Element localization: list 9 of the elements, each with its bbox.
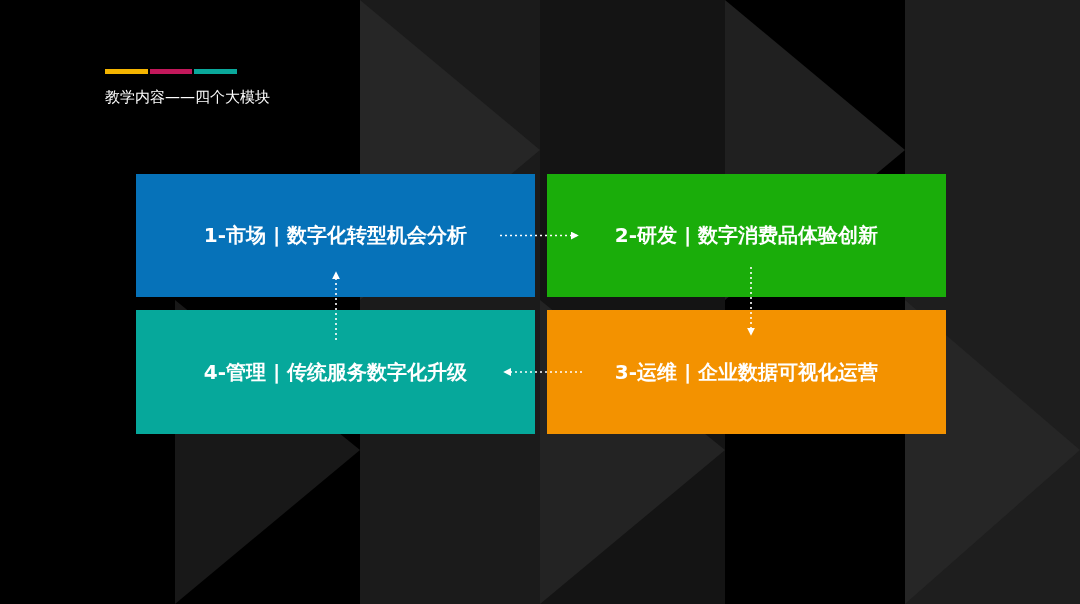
arrow: [499, 231, 579, 240]
module-box: 2-研发 | 数字消费品体验创新: [547, 174, 946, 297]
arrow: [332, 271, 340, 341]
module-box: 3-运维 | 企业数据可视化运营: [547, 310, 946, 434]
arrow: [503, 368, 583, 376]
module-box: 4-管理 | 传统服务数字化升级: [136, 310, 535, 434]
module-box: 1-市场 | 数字化转型机会分析: [136, 174, 535, 297]
arrow: [747, 266, 755, 336]
slide-title: 教学内容——四个大模块: [105, 88, 270, 107]
